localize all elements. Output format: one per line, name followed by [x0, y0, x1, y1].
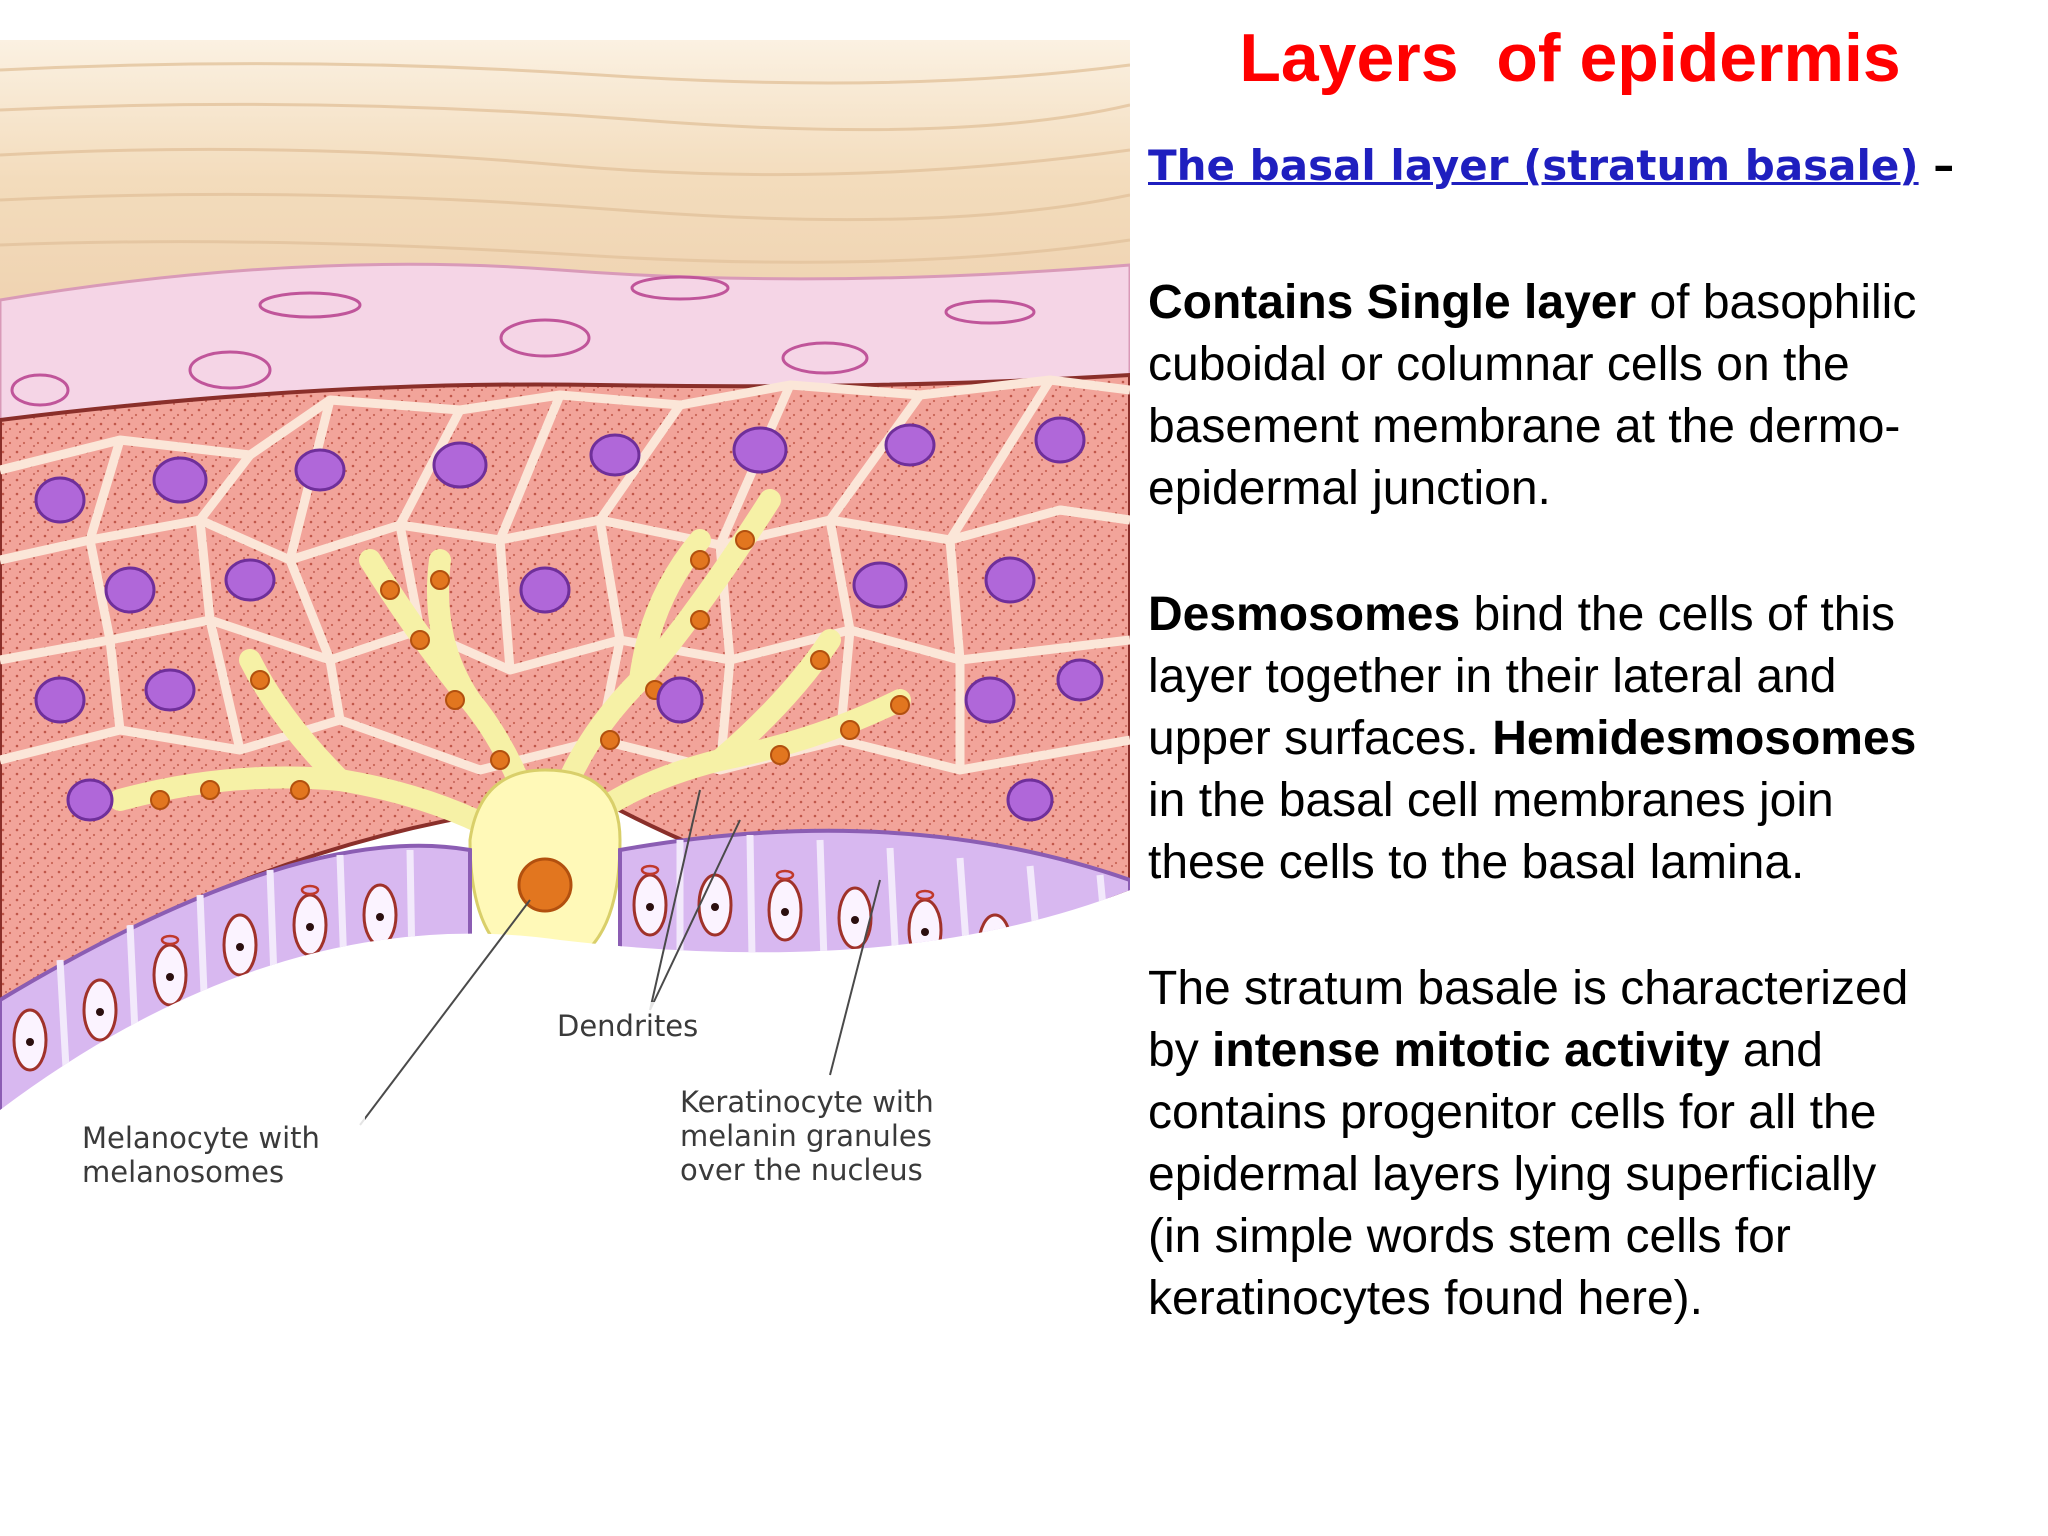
label-keratinocyte-line1: Keratinocyte with	[680, 1085, 934, 1119]
label-keratinocyte-line2: melanin granules	[680, 1119, 932, 1153]
slide-title: Layers of epidermis	[1239, 20, 1901, 96]
subheading-dash: –	[1918, 141, 1955, 190]
paragraph-desmosomes: Desmosomes bind the cells of this layer …	[1148, 584, 2028, 894]
epidermis-diagram-svg: Dendrites Melanocyte with melanosomes Ke…	[0, 40, 1130, 1192]
melanosomes	[150, 530, 910, 810]
subheading-link[interactable]: The basal layer (stratum basale)	[1148, 141, 1919, 190]
para1-text-run: of basophilic cuboidal or columnar cells…	[1148, 276, 1917, 515]
epidermis-illustration: Dendrites Melanocyte with melanosomes Ke…	[0, 0, 1130, 1200]
keratinocyte-nuclei	[34, 416, 1104, 822]
dendrites-leader-2	[649, 819, 741, 1011]
label-melanocyte-line1: Melanocyte with	[82, 1121, 320, 1155]
para2-text-run-2: in the basal cell membranes join these c…	[1148, 774, 1834, 889]
para3-text-run-2: and contains progenitor cells for all th…	[1148, 1024, 1877, 1325]
para2-bold-run-2: Hemidesmosomes	[1492, 712, 1917, 765]
keratinocyte-leader	[829, 879, 881, 1076]
para2-text-run-1: bind the cells of this layer together in…	[1148, 588, 1896, 765]
section-subheading: The basal layer (stratum basale) –	[1148, 140, 1954, 192]
para3-text-run-1: The stratum basale is characterized by	[1148, 962, 1909, 1077]
melanocyte-leader	[359, 899, 531, 1126]
dendrites-leader-1	[649, 789, 701, 1011]
label-melanocyte-line2: melanosomes	[82, 1155, 284, 1189]
paragraph-basal-cells: Contains Single layer of basophilic cubo…	[1148, 272, 2028, 520]
paragraph-mitotic-activity: The stratum basale is characterized by i…	[1148, 958, 2028, 1330]
para1-bold-run: Contains Single layer	[1148, 276, 1637, 329]
para2-bold-run-1: Desmosomes	[1148, 588, 1461, 641]
label-dendrites: Dendrites	[557, 1009, 698, 1043]
para3-bold-run: intense mitotic activity	[1212, 1024, 1730, 1077]
melanocyte-nucleus	[517, 857, 573, 913]
label-keratinocyte-line3: over the nucleus	[680, 1153, 923, 1187]
